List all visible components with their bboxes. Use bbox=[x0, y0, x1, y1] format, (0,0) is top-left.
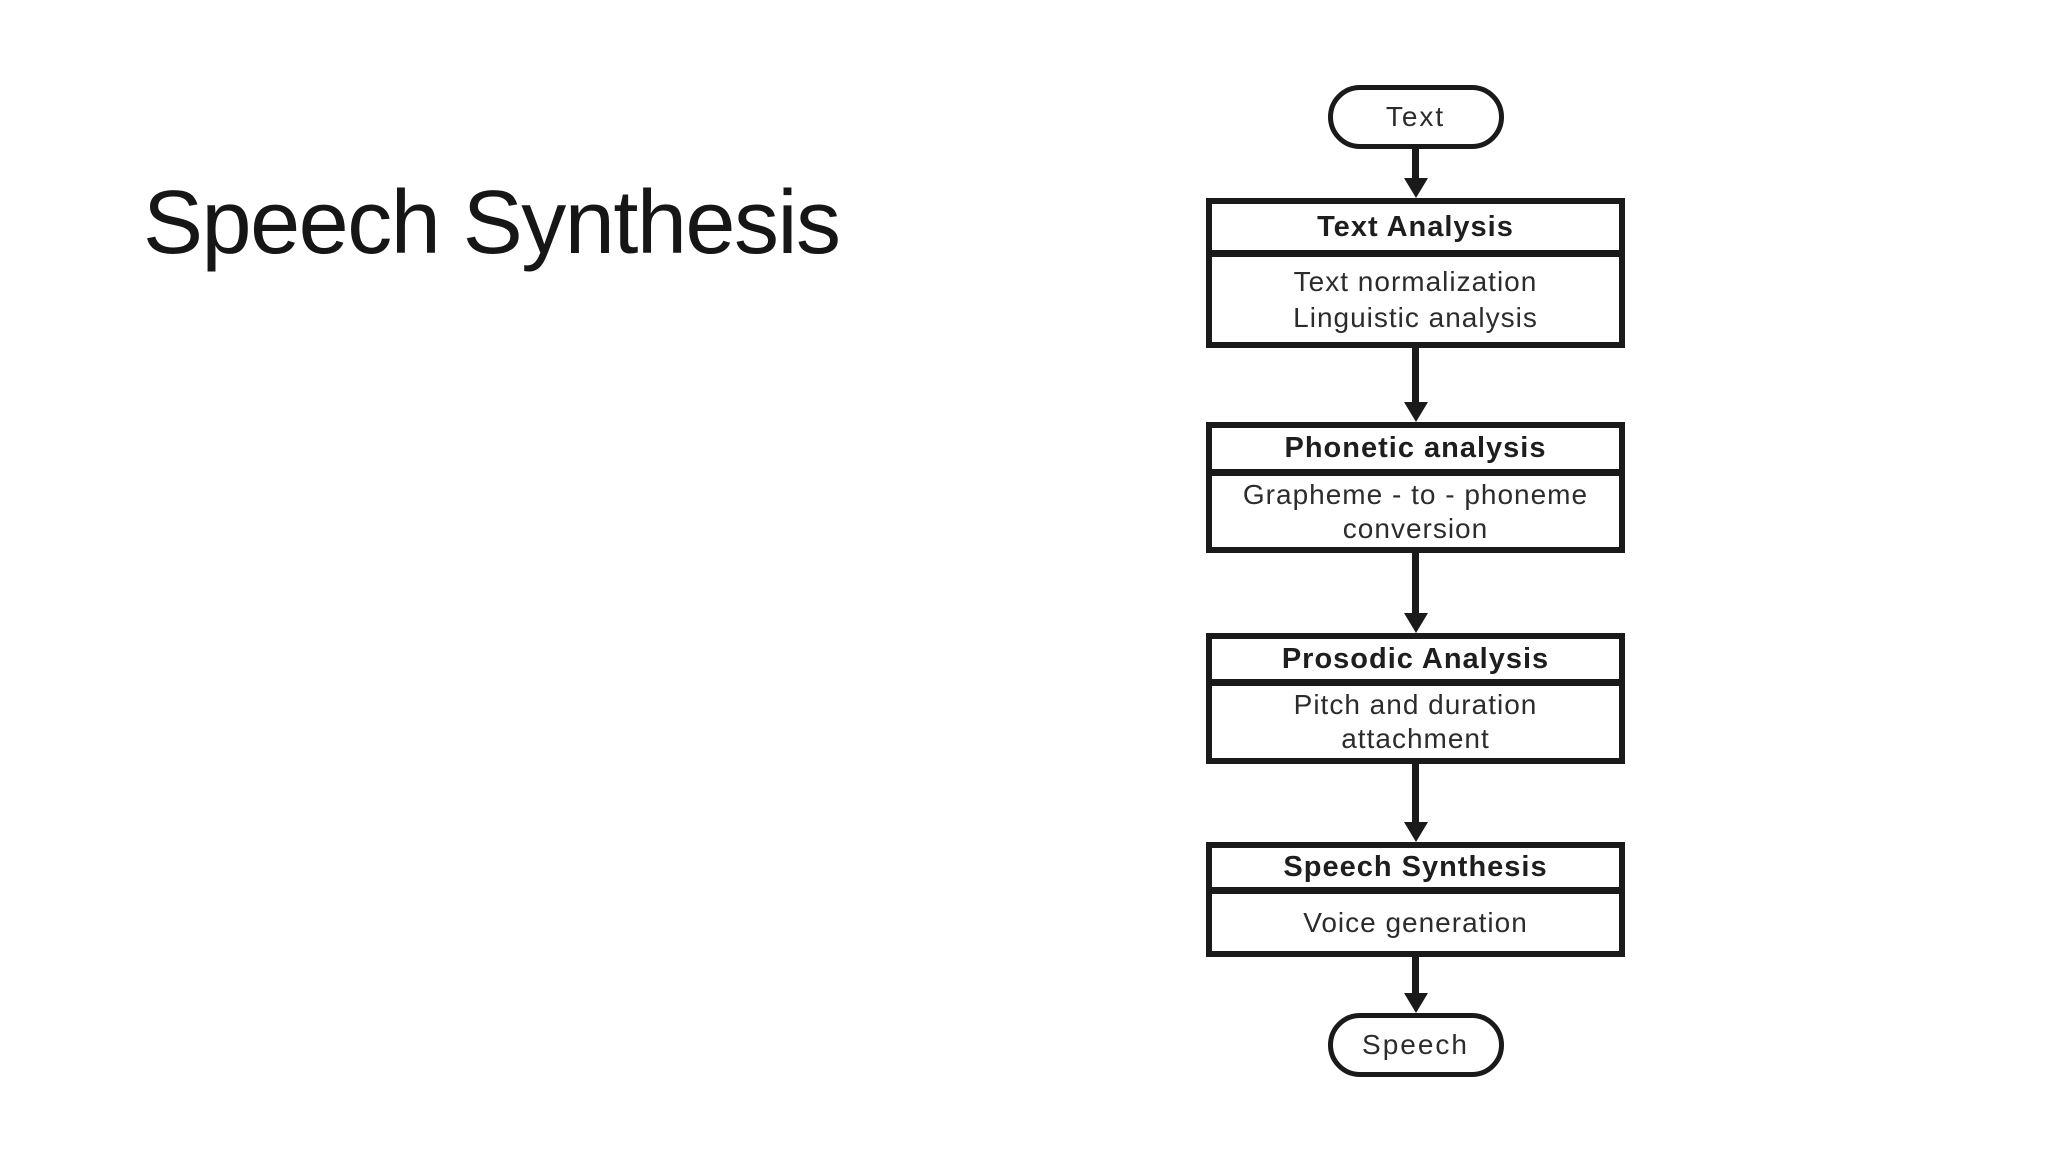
step-detail-line: Pitch and duration bbox=[1293, 689, 1538, 720]
arrow-shaft bbox=[1412, 957, 1419, 993]
step-detail: Voice generation bbox=[1212, 894, 1619, 951]
step-detail-line: Text normalization bbox=[1293, 265, 1538, 297]
speech-synthesis-flowchart: Text Text Analysis Text normalization Li… bbox=[1206, 85, 1625, 1077]
step-prosodic-analysis: Prosodic Analysis Pitch and duration att… bbox=[1206, 633, 1625, 764]
flow-arrow-down bbox=[1403, 149, 1428, 198]
arrow-shaft bbox=[1412, 348, 1419, 402]
flow-end-node: Speech bbox=[1327, 1013, 1504, 1077]
arrow-head-icon bbox=[1403, 613, 1428, 633]
step-detail-line: Grapheme - to - phoneme bbox=[1242, 478, 1589, 510]
arrow-head-icon bbox=[1403, 993, 1428, 1013]
step-detail: Pitch and duration attachment bbox=[1212, 686, 1619, 758]
step-text-analysis: Text Analysis Text normalization Linguis… bbox=[1206, 198, 1625, 348]
step-detail-line: Voice generation bbox=[1303, 906, 1528, 938]
arrow-shaft bbox=[1412, 764, 1419, 822]
step-speech-synthesis: Speech Synthesis Voice generation bbox=[1206, 842, 1625, 957]
step-title: Text Analysis bbox=[1212, 204, 1619, 257]
arrow-head-icon bbox=[1403, 178, 1428, 198]
step-detail-line: attachment bbox=[1341, 723, 1490, 754]
flow-arrow-down bbox=[1403, 764, 1428, 842]
step-phonetic-analysis: Phonetic analysis Grapheme - to - phonem… bbox=[1206, 422, 1625, 553]
step-detail: Text normalization Linguistic analysis bbox=[1212, 257, 1619, 342]
arrow-shaft bbox=[1412, 149, 1419, 178]
flow-arrow-down bbox=[1403, 957, 1428, 1013]
step-detail-line: conversion bbox=[1342, 512, 1489, 544]
flow-end-label: Speech bbox=[1362, 1029, 1469, 1060]
flow-start-label: Text bbox=[1385, 101, 1446, 132]
step-detail: Grapheme - to - phoneme conversion bbox=[1212, 476, 1619, 547]
step-detail-line: Linguistic analysis bbox=[1293, 301, 1538, 333]
arrow-head-icon bbox=[1403, 402, 1428, 422]
flow-arrow-down bbox=[1403, 348, 1428, 422]
flow-start-node: Text bbox=[1327, 85, 1504, 149]
step-title: Speech Synthesis bbox=[1212, 848, 1619, 894]
step-title: Prosodic Analysis bbox=[1212, 639, 1619, 686]
slide-title: Speech Synthesis bbox=[143, 173, 841, 274]
arrow-head-icon bbox=[1403, 822, 1428, 842]
arrow-shaft bbox=[1412, 553, 1419, 613]
flow-arrow-down bbox=[1403, 553, 1428, 633]
step-title: Phonetic analysis bbox=[1212, 428, 1619, 476]
